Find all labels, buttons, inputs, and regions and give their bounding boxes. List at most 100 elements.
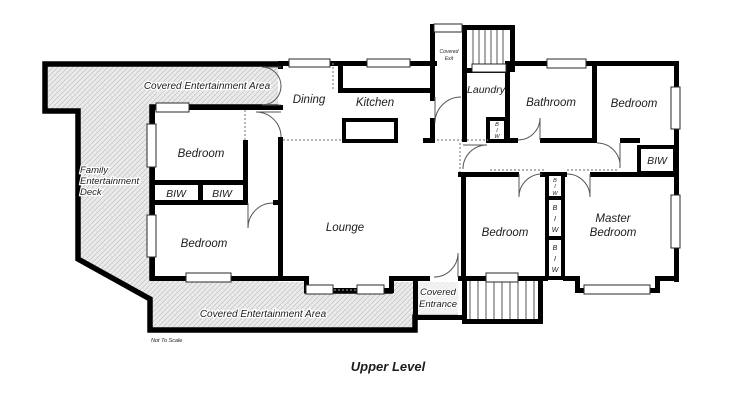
- bedroom-middle-label: Bedroom: [482, 227, 529, 239]
- bedroom-top-right-door: [596, 142, 621, 169]
- bedroom-top-right-label: Bedroom: [611, 98, 658, 110]
- biw-column-cell2-letter-w: W: [552, 227, 560, 234]
- master-bedroom-door: [566, 173, 591, 198]
- wall: [413, 278, 418, 320]
- window: [288, 58, 331, 68]
- labels: Covered Entertainment Area Covered Enter…: [79, 48, 668, 374]
- wall: [458, 172, 519, 177]
- bedroom-bottom-left-label: Bedroom: [181, 238, 228, 250]
- wall: [620, 138, 640, 143]
- wall: [563, 276, 580, 281]
- wall: [505, 138, 518, 143]
- laundry-linen-closet: [486, 117, 508, 143]
- wall: [430, 118, 435, 143]
- right-wing-floor: [458, 61, 679, 297]
- biw-column-cell3-letter-w: W: [552, 267, 560, 274]
- house-floor: [150, 24, 679, 325]
- kitchen-counter-top-bottom-edge: [338, 88, 435, 93]
- wall: [389, 276, 430, 281]
- doors: [247, 66, 621, 278]
- window: [185, 272, 232, 283]
- top-stairs-treads: [472, 30, 504, 68]
- window: [670, 86, 681, 130]
- wall: [423, 138, 435, 143]
- bathroom-label: Bathroom: [526, 97, 576, 109]
- plan-title: Upper Level: [351, 359, 426, 374]
- biw-column-cell2-letter-i: I: [554, 216, 556, 223]
- wall: [150, 105, 155, 281]
- wall: [462, 72, 467, 142]
- window: [155, 102, 190, 113]
- front-entrance-door: [433, 252, 459, 278]
- bathroom-door: [517, 117, 541, 141]
- kitchen-island-counter: [342, 118, 398, 143]
- window: [546, 58, 587, 69]
- biw-label-left-1: BIW: [166, 188, 187, 200]
- wall: [462, 276, 467, 324]
- laundry-closet-letter-w: W: [494, 134, 500, 140]
- wall: [304, 288, 394, 293]
- window: [485, 272, 519, 283]
- window: [670, 194, 681, 249]
- stairs: [469, 30, 535, 319]
- bedroom-middle-door: [518, 173, 543, 198]
- dining-hall-door: [255, 111, 282, 138]
- biw-column-cell2-letter-b: B: [553, 205, 558, 212]
- wall: [505, 61, 510, 142]
- not-to-scale-note: Not To Scale: [151, 338, 182, 344]
- master-bedroom-label-line1: Master: [595, 213, 631, 225]
- wall: [413, 315, 463, 320]
- kitchen-label: Kitchen: [356, 97, 394, 109]
- biw-column-cell1-letter-w: W: [552, 191, 558, 197]
- window: [433, 23, 463, 33]
- bottom-deck-label: Covered Entertainment Area: [200, 309, 327, 320]
- window: [146, 123, 157, 168]
- biw-label-top-right: BIW: [647, 155, 668, 167]
- wall: [655, 276, 660, 293]
- wall: [273, 200, 283, 205]
- top-stairs-landing: [471, 63, 507, 73]
- lounge-label: Lounge: [326, 222, 364, 234]
- kitchen-counter-top-left-edge: [338, 62, 343, 93]
- windows: [146, 23, 681, 295]
- wall: [198, 180, 203, 205]
- wall: [462, 319, 543, 324]
- dotted-lines: [244, 63, 618, 291]
- wall: [278, 137, 283, 281]
- biw-label-left-2: BIW: [212, 188, 233, 200]
- wall: [462, 25, 467, 72]
- wall: [590, 172, 679, 177]
- wall: [655, 276, 679, 281]
- window: [583, 284, 651, 295]
- wall: [278, 61, 437, 66]
- window: [305, 284, 334, 295]
- left-block-floor: [150, 105, 283, 281]
- biw-column-cell1-letter-i: I: [554, 184, 556, 190]
- laundry-closet-letter-b: B: [495, 122, 499, 128]
- wall: [430, 24, 435, 101]
- wall: [592, 61, 597, 143]
- laundry-closet-letter-i: I: [496, 128, 498, 134]
- lounge-floor: [278, 140, 468, 282]
- laundry-label: Laundry: [467, 84, 506, 96]
- wall: [243, 180, 248, 205]
- bottom-stairs-treads: [469, 281, 535, 319]
- wall: [460, 25, 515, 30]
- master-bedroom-label-line2: Bedroom: [590, 227, 637, 239]
- top-deck-label: Covered Entertainment Area: [144, 81, 271, 92]
- biw-column-cell1-letter-b: B: [553, 178, 557, 184]
- covered-exit-label-line2: Exit: [445, 56, 454, 62]
- wall: [278, 61, 283, 69]
- covered-entrance-label-line1: Covered: [420, 287, 457, 298]
- covered-entrance-area: [417, 281, 461, 315]
- wall: [150, 105, 283, 110]
- lounge-bay-floor: [304, 281, 394, 292]
- deck-french-door-top: [261, 66, 282, 87]
- fixtures: [338, 62, 677, 280]
- family-deck-label-line1: Family: [80, 165, 109, 176]
- biw-column-cell3-letter-b: B: [553, 245, 558, 252]
- covered-entrance-label-line2: Entrance: [419, 299, 457, 310]
- wall: [575, 276, 580, 293]
